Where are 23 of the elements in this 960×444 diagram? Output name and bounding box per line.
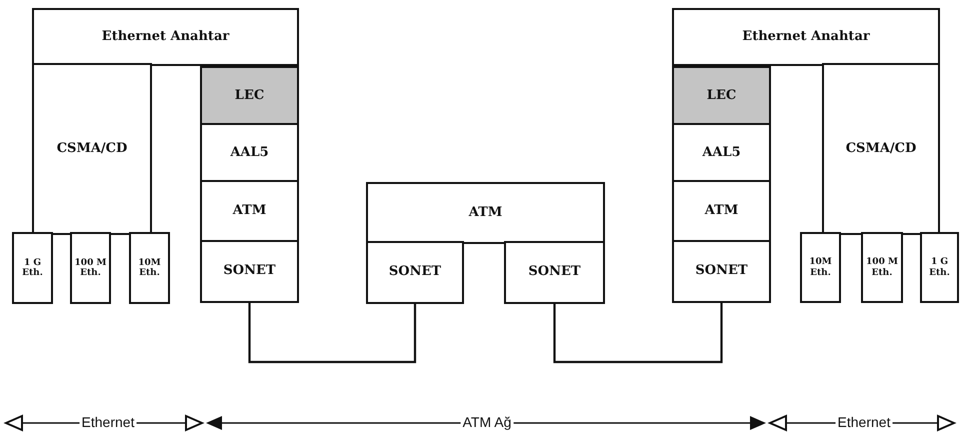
protocol-layer-box: CSMA/CD [32,63,152,235]
connector-line [553,303,723,364]
protocol-layer-box: Ethernet Anahtar [672,8,940,66]
protocol-layer-box: ATM [672,180,771,243]
ethernet-port-box: 1 G Eth. [12,232,53,304]
protocol-layer-box: SONET [672,240,771,303]
protocol-layer-box: LEC [672,66,771,126]
protocol-layer-box: LEC [200,66,299,126]
ethernet-port-box: 100 M Eth. [70,232,111,304]
protocol-layer-box: AAL5 [672,123,771,183]
protocol-layer-box: SONET [200,240,299,303]
protocol-layer-box: SONET [504,241,605,304]
protocol-layer-box: CSMA/CD [822,63,940,235]
protocol-layer-box: SONET [366,241,464,304]
protocol-layer-box: ATM [200,180,299,243]
protocol-layer-box: Ethernet Anahtar [32,8,299,66]
ethernet-port-box: 10M Eth. [800,232,841,303]
ethernet-port-box: 100 M Eth. [861,232,903,303]
ethernet-port-box: 10M Eth. [129,232,170,304]
connector-line [248,303,416,364]
ethernet-port-box: 1 G Eth. [920,232,959,303]
protocol-layer-box: ATM [366,182,605,244]
protocol-layer-box: AAL5 [200,123,299,183]
